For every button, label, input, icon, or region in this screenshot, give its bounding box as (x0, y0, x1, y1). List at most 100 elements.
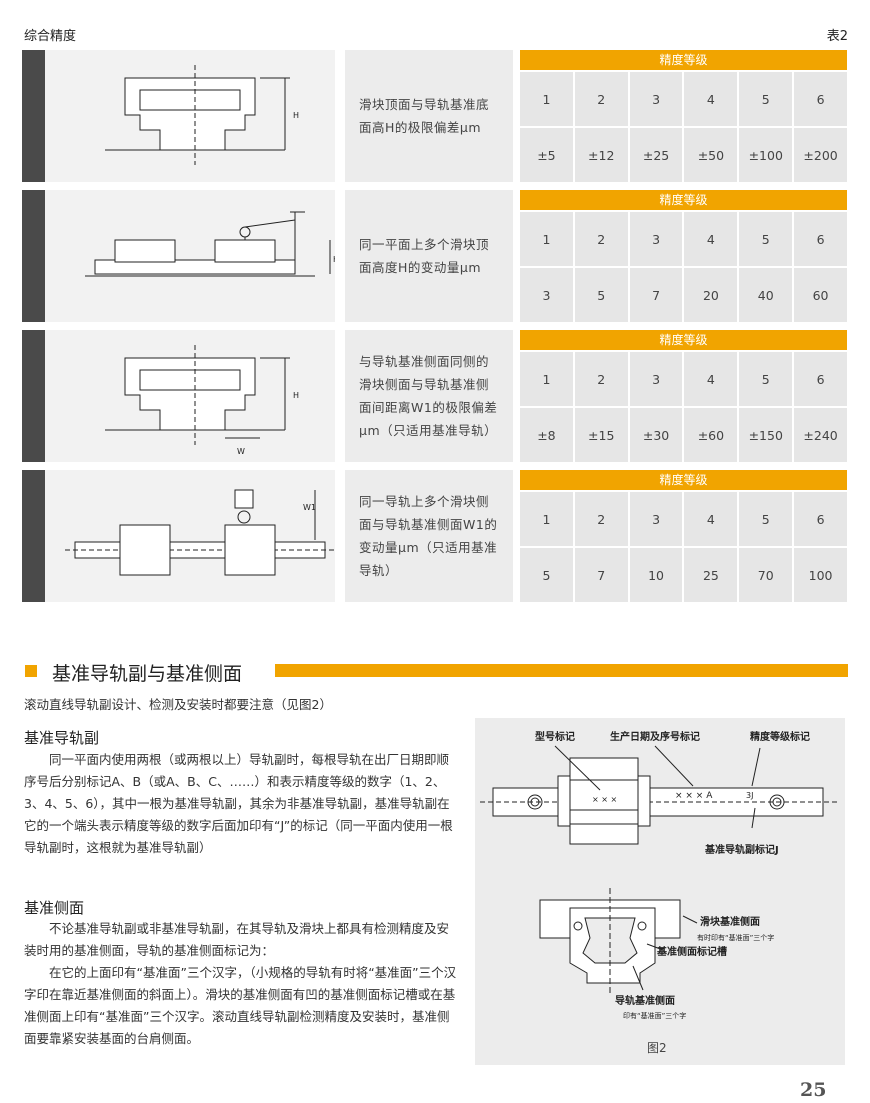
value-cell: ±12 (574, 128, 628, 182)
sub2-p2: 在它的上面印有“基准面”三个汉字，（小规格的导轨有时将“基准面”三个汉字印在靠近… (24, 965, 457, 1046)
value-cell: ±150 (739, 408, 793, 462)
grade-cell: 2 (574, 492, 628, 546)
row-description-text: 同一导轨上多个滑块侧面与导轨基准侧面W1的变动量μm（只适用基准导轨） (359, 494, 498, 578)
grade-cell: 2 (574, 72, 628, 126)
grade-mark-label: 精度等级标记 (750, 730, 810, 743)
svg-text:W: W (237, 447, 245, 456)
grade-cell: 5 (739, 352, 793, 406)
grade-header: 精度等级 (520, 330, 847, 350)
svg-text:H: H (293, 391, 299, 400)
value-cell: 7 (629, 268, 683, 322)
block-marks: × × × (592, 795, 617, 804)
grade-cell: 6 (794, 492, 847, 546)
row-description: 同一平面上多个滑块顶面高度H的变动量μm (345, 190, 513, 322)
grade-cell: 2 (574, 352, 628, 406)
value-cell: ±100 (739, 128, 793, 182)
grade-header: 精度等级 (520, 190, 847, 210)
grade-cell: 6 (794, 352, 847, 406)
grade-cell: 4 (684, 352, 738, 406)
date-mark-label: 生产日期及序号标记 (610, 730, 700, 743)
value-cell: 3 (520, 268, 573, 322)
model-mark-label: 型号标记 (535, 730, 575, 743)
grade-cell: 6 (794, 72, 847, 126)
grade-cell: 3 (629, 72, 683, 126)
precision-diagram: H (45, 50, 335, 182)
grade-cell: 2 (574, 212, 628, 266)
section-label: 综合精度 (24, 29, 77, 44)
grade-cell: 4 (684, 212, 738, 266)
row-strip (22, 190, 45, 322)
j-mark: 3J (746, 791, 753, 800)
grade-cell: 6 (794, 212, 847, 266)
value-cell: 25 (684, 548, 738, 602)
sub1-title: 基准导轨副 (24, 729, 100, 747)
grade-cell: 3 (629, 212, 683, 266)
rail-side-note: 印有“基准面”三个字 (623, 1011, 686, 1020)
row-description: 滑块顶面与导轨基准底面高H的极限偏差μm (345, 50, 513, 182)
row-description: 同一导轨上多个滑块侧面与导轨基准侧面W1的变动量μm（只适用基准导轨） (345, 470, 513, 602)
grade-cell: 3 (629, 352, 683, 406)
value-cell: ±60 (684, 408, 738, 462)
block-side-label: 滑块基准侧面 (700, 915, 760, 928)
value-cell: 70 (739, 548, 793, 602)
ref-rail-mark-label: 基准导轨副标记J (704, 843, 779, 856)
rail-side-label: 导轨基准侧面 (615, 994, 675, 1007)
precision-diagram: H (45, 190, 339, 322)
row-strip (22, 470, 45, 602)
section-title: 基准导轨副与基准侧面 (52, 663, 243, 685)
value-cell: ±8 (520, 408, 573, 462)
value-cell: 100 (794, 548, 847, 602)
row-description-text: 同一平面上多个滑块顶面高度H的变动量μm (359, 237, 490, 275)
precision-diagram: W1 (45, 470, 335, 602)
svg-text:H: H (333, 255, 335, 264)
precision-row: H 同一平面上多个滑块顶面高度H的变动量μm 精度等级 123456357204… (22, 190, 848, 322)
block-side-note: 有时印有“基准面”三个字 (697, 933, 774, 942)
grade-cell: 1 (520, 492, 573, 546)
rail-marks: × × × A (675, 791, 713, 801)
value-cell: 7 (574, 548, 628, 602)
grade-cell: 4 (684, 72, 738, 126)
sub1-text: 同一平面内使用两根（或两根以上）导轨副时，每根导轨在出厂日期即顺序号后分别标记A… (24, 752, 453, 855)
value-cell: ±200 (794, 128, 847, 182)
figure-caption: 图2 (647, 1041, 667, 1055)
svg-text:W1: W1 (303, 503, 316, 512)
grade-header: 精度等级 (520, 470, 847, 490)
section-heading: 基准导轨副与基准侧面 (22, 660, 848, 685)
grade-cell: 3 (629, 492, 683, 546)
value-cell: 20 (684, 268, 738, 322)
row-description: 与导轨基准侧面同侧的滑块侧面与导轨基准侧面间距离W1的极限偏差μm（只适用基准导… (345, 330, 513, 462)
grade-cell: 1 (520, 72, 573, 126)
value-cell: ±240 (794, 408, 847, 462)
bullet-square (25, 665, 37, 677)
value-cell: ±25 (629, 128, 683, 182)
groove-label: 基准侧面标记槽 (656, 945, 727, 958)
figure-2: × × × × × × A 3J 型号标记 生产日期及序号标记 精度等级标记 基… (475, 718, 845, 1065)
grade-cell: 5 (739, 72, 793, 126)
grade-header: 精度等级 (520, 50, 847, 70)
svg-text:H: H (293, 111, 299, 120)
row-description-text: 与导轨基准侧面同侧的滑块侧面与导轨基准侧面间距离W1的极限偏差μm（只适用基准导… (359, 354, 498, 438)
grade-cell: 5 (739, 212, 793, 266)
grade-cell: 1 (520, 212, 573, 266)
grade-cell: 1 (520, 352, 573, 406)
value-cell: 40 (739, 268, 793, 322)
row-strip (22, 330, 45, 462)
precision-row: W1 同一导轨上多个滑块侧面与导轨基准侧面W1的变动量μm（只适用基准导轨） 精… (22, 470, 848, 602)
value-cell: ±5 (520, 128, 573, 182)
table-number: 表2 (826, 29, 848, 44)
value-cell: 10 (629, 548, 683, 602)
grade-cell: 5 (739, 492, 793, 546)
value-cell: 5 (520, 548, 573, 602)
row-description-text: 滑块顶面与导轨基准底面高H的极限偏差μm (359, 97, 490, 135)
value-cell: ±30 (629, 408, 683, 462)
sub2-title: 基准侧面 (24, 899, 85, 917)
row-strip (22, 50, 45, 182)
value-cell: 60 (794, 268, 847, 322)
